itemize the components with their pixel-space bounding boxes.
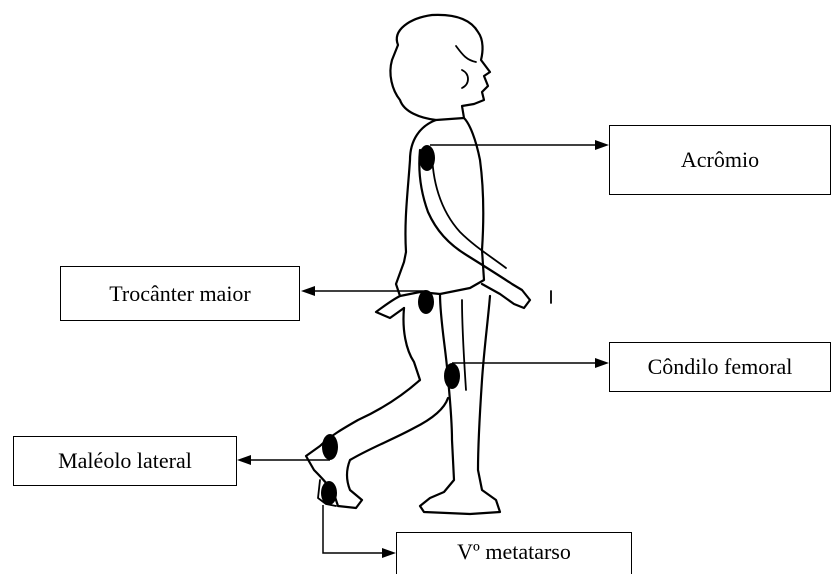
- metatarsal-arrowhead: [382, 548, 396, 558]
- malleolus-arrowhead: [237, 455, 251, 465]
- acromion-label-box: Acrômio: [609, 125, 831, 195]
- greater-trochanter-marker: [418, 290, 434, 314]
- metatarsal-connector: [323, 505, 383, 553]
- fifth-metatarsal-label-box: Vº metatarso: [396, 532, 632, 574]
- condyle-arrowhead: [595, 358, 609, 368]
- hip-outline: [376, 296, 404, 318]
- greater-trochanter-label: Trocânter maior: [109, 281, 251, 307]
- lateral-malleolus-label: Maléolo lateral: [58, 448, 192, 474]
- ear-line: [462, 70, 468, 88]
- greater-trochanter-label-box: Trocânter maior: [60, 266, 300, 321]
- acromion-label: Acrômio: [681, 147, 759, 173]
- front-leg-inner-line: [462, 300, 466, 390]
- arm-inner-line: [432, 150, 506, 268]
- acromion-marker: [419, 145, 435, 171]
- back-leg-outline: [306, 308, 448, 508]
- front-leg-outline: [420, 294, 500, 514]
- femoral-condyle-label: Côndilo femoral: [648, 354, 793, 380]
- trochanter-arrowhead: [301, 286, 315, 296]
- acromion-arrowhead: [595, 140, 609, 150]
- femoral-condyle-marker: [444, 363, 460, 389]
- fifth-metatarsal-label: Vº metatarso: [457, 539, 571, 565]
- fifth-metatarsal-marker: [321, 481, 337, 505]
- lateral-malleolus-label-box: Maléolo lateral: [13, 436, 237, 486]
- head-outline: [390, 15, 490, 120]
- femoral-condyle-label-box: Côndilo femoral: [609, 342, 831, 392]
- lateral-malleolus-marker: [322, 434, 338, 460]
- hair-line: [456, 46, 476, 62]
